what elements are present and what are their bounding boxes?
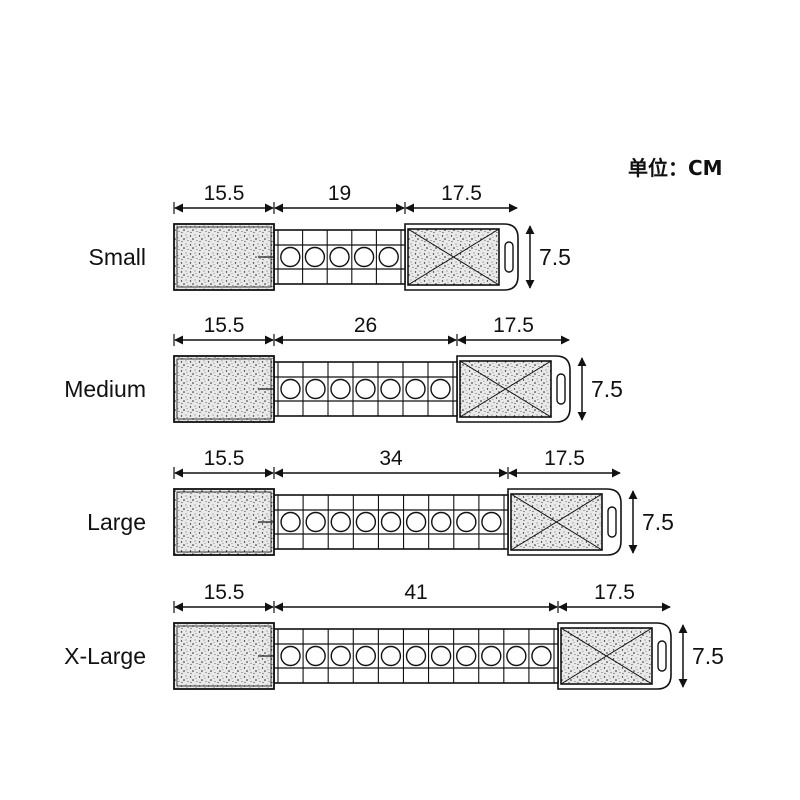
unit-label: 单位：CM <box>628 156 723 180</box>
dimension-label: 17.5 <box>493 314 534 337</box>
strap-small: Small 15.5 19 17.5 7.5 <box>88 182 571 291</box>
grid-hole <box>305 645 326 667</box>
dimension-label: 15.5 <box>204 182 245 205</box>
grid-hole <box>304 246 326 268</box>
grid-hole <box>330 378 351 400</box>
size-label: X-Large <box>64 643 146 669</box>
grid-hole <box>455 645 477 667</box>
grid-hole <box>280 511 301 533</box>
grid-hole <box>378 246 399 268</box>
dimension-label: 17.5 <box>594 581 635 604</box>
grid-hole <box>531 645 552 667</box>
grid-hole <box>481 645 502 667</box>
strap-slot <box>504 241 514 273</box>
grid-hole <box>430 645 452 667</box>
height-label: 7.5 <box>591 376 623 402</box>
strap-x-large: X-Large 15.5 41 17.5 7.5 <box>64 581 724 690</box>
grid-hole <box>431 511 452 533</box>
grid-hole <box>330 511 351 533</box>
grid-hole <box>353 246 375 268</box>
size-label: Large <box>87 509 146 535</box>
patch-cross <box>407 228 500 286</box>
felt-pad <box>173 488 275 556</box>
patch-cross <box>510 493 603 551</box>
strap-slot <box>556 373 566 405</box>
dimension-label: 17.5 <box>441 182 482 205</box>
strap-large: Large 15.5 34 17.5 7.5 <box>87 447 674 556</box>
grid-hole <box>330 645 351 667</box>
dimension-label: 17.5 <box>544 447 585 470</box>
grid-hole <box>380 511 402 533</box>
grid-hole <box>430 378 451 400</box>
grid-hole <box>506 645 527 667</box>
grid-hole <box>456 511 477 533</box>
dimension-label: 41 <box>404 581 427 604</box>
strap-slot <box>607 506 617 538</box>
height-label: 7.5 <box>642 509 674 535</box>
strap-slot <box>657 640 667 672</box>
grid-hole <box>280 645 301 667</box>
grid-hole <box>355 378 376 400</box>
grid-hole <box>405 378 426 400</box>
grid-hole <box>405 511 427 533</box>
dimension-label: 15.5 <box>204 314 245 337</box>
grid-hole <box>305 378 326 400</box>
dimension-label: 26 <box>354 314 377 337</box>
patch-cross <box>459 360 552 418</box>
size-label: Medium <box>64 376 146 402</box>
strap-medium: Medium 15.5 26 17.5 7.5 <box>64 314 623 423</box>
patch-cross <box>560 627 653 685</box>
dimension-label: 34 <box>379 447 403 470</box>
grid-hole <box>280 378 301 400</box>
felt-pad <box>173 355 275 423</box>
felt-pad <box>173 223 275 291</box>
grid-hole <box>481 511 502 533</box>
grid-hole <box>380 645 402 667</box>
dimension-label: 15.5 <box>204 581 245 604</box>
grid-hole <box>280 246 301 268</box>
grid-hole <box>329 246 350 268</box>
dimension-label: 19 <box>328 182 351 205</box>
height-label: 7.5 <box>692 643 724 669</box>
grid-hole <box>380 378 401 400</box>
grid-hole <box>355 645 377 667</box>
grid-hole <box>405 645 427 667</box>
grid-hole <box>355 511 377 533</box>
size-label: Small <box>88 244 146 270</box>
dimension-label: 15.5 <box>204 447 245 470</box>
grid-hole <box>305 511 326 533</box>
height-label: 7.5 <box>539 244 571 270</box>
